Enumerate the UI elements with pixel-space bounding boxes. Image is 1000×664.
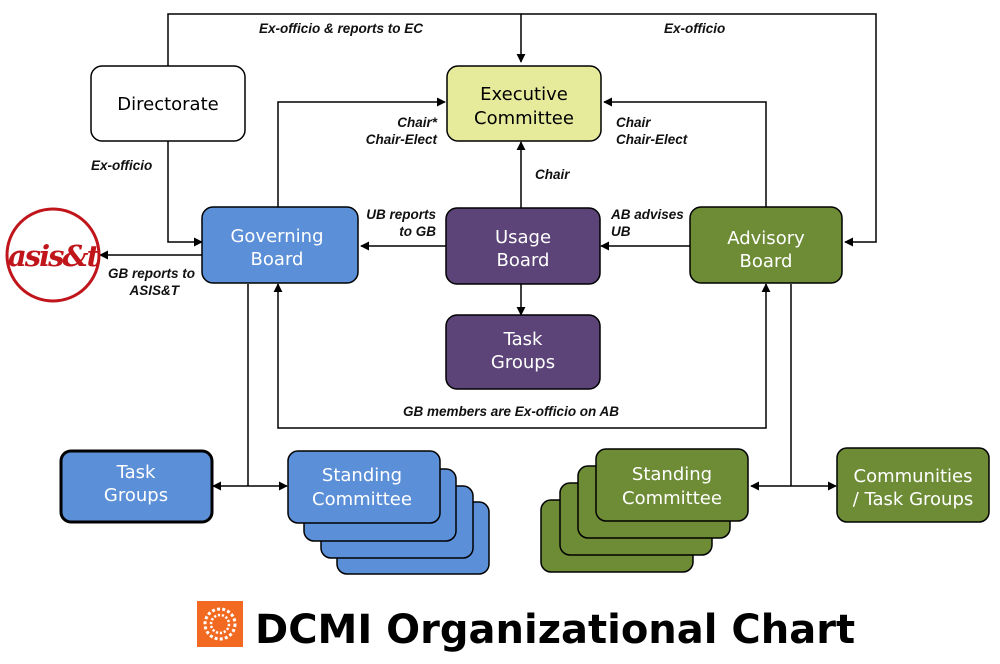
label-ab-advises-2: UB — [611, 224, 631, 239]
label-ub-chair: Chair — [535, 167, 570, 182]
label-gb-reports-asist-2: ASIS&T — [128, 283, 180, 298]
gb-task-groups-label-1: Task — [116, 462, 156, 483]
label-exofficio-top-right: Ex-officio — [664, 21, 725, 36]
gb-task-groups-box: Task Groups — [59, 449, 214, 524]
executive-committee-box: Executive Committee — [446, 65, 602, 142]
ab-standing-committee-label-2: Committee — [622, 488, 722, 509]
connector-ab-to-ec — [603, 97, 767, 207]
label-ub-reports-1: UB reports — [366, 207, 436, 222]
connector-exofficio-to-ab — [521, 13, 877, 247]
connector-gb-ab-exofficio-loop — [273, 283, 771, 429]
governing-board-label-1: Governing — [230, 226, 323, 247]
directorate-label: Directorate — [117, 94, 218, 115]
ab-standing-committee-stack: Standing Committee — [540, 448, 749, 573]
label-gb-chair-1: Chair* — [397, 115, 438, 130]
page-title: DCMI Organizational Chart — [255, 607, 855, 653]
usage-board-label-1: Usage — [495, 227, 551, 248]
label-ab-chair-2: Chair-Elect — [616, 132, 688, 147]
label-gb-reports-asist-1: GB reports to — [108, 266, 195, 281]
label-exofficio-directorate: Ex-officio — [91, 158, 152, 173]
governing-board-box: Governing Board — [201, 206, 359, 284]
connector-directorate-to-ec — [167, 13, 526, 66]
directorate-box: Directorate — [90, 65, 246, 142]
usage-board-box: Usage Board — [445, 207, 601, 285]
executive-committee-label-2: Committee — [474, 108, 574, 129]
ub-task-groups-label-2: Groups — [491, 352, 555, 373]
connector-gb-to-ec — [277, 97, 446, 207]
label-gb-members-exofficio: GB members are Ex-officio on AB — [403, 404, 619, 419]
gb-standing-committee-label-2: Committee — [312, 489, 412, 510]
gb-standing-committee-stack: Standing Committee — [287, 450, 490, 575]
label-exofficio-reports-ec: Ex-officio & reports to EC — [259, 21, 423, 36]
label-ab-advises-1: AB advises — [610, 207, 684, 222]
executive-committee-label-1: Executive — [480, 84, 568, 105]
governing-board-label-2: Board — [251, 249, 304, 270]
communities-label-2: / Task Groups — [853, 489, 974, 510]
ub-task-groups-box: Task Groups — [445, 314, 601, 390]
asist-logo: asis&t — [5, 207, 103, 303]
ub-task-groups-label-1: Task — [503, 329, 543, 350]
label-ab-chair-1: Chair — [616, 115, 651, 130]
label-ub-reports-2: to GB — [399, 224, 436, 239]
asist-logo-text: asis&t — [8, 239, 101, 273]
label-gb-chair-2: Chair-Elect — [366, 132, 438, 147]
dcmi-logo-icon — [197, 601, 243, 647]
connector-directorate-to-gb — [167, 141, 203, 247]
usage-board-label-2: Board — [497, 250, 550, 271]
ab-standing-committee-label-1: Standing — [632, 464, 712, 485]
communities-label-1: Communities — [854, 466, 973, 487]
gb-standing-committee-label-1: Standing — [322, 465, 402, 486]
gb-task-groups-label-2: Groups — [104, 485, 168, 506]
advisory-board-box: Advisory Board — [689, 206, 843, 284]
advisory-board-label-2: Board — [740, 251, 793, 272]
advisory-board-label-1: Advisory — [727, 228, 805, 249]
connectors — [99, 13, 877, 491]
communities-box: Communities / Task Groups — [836, 447, 990, 523]
